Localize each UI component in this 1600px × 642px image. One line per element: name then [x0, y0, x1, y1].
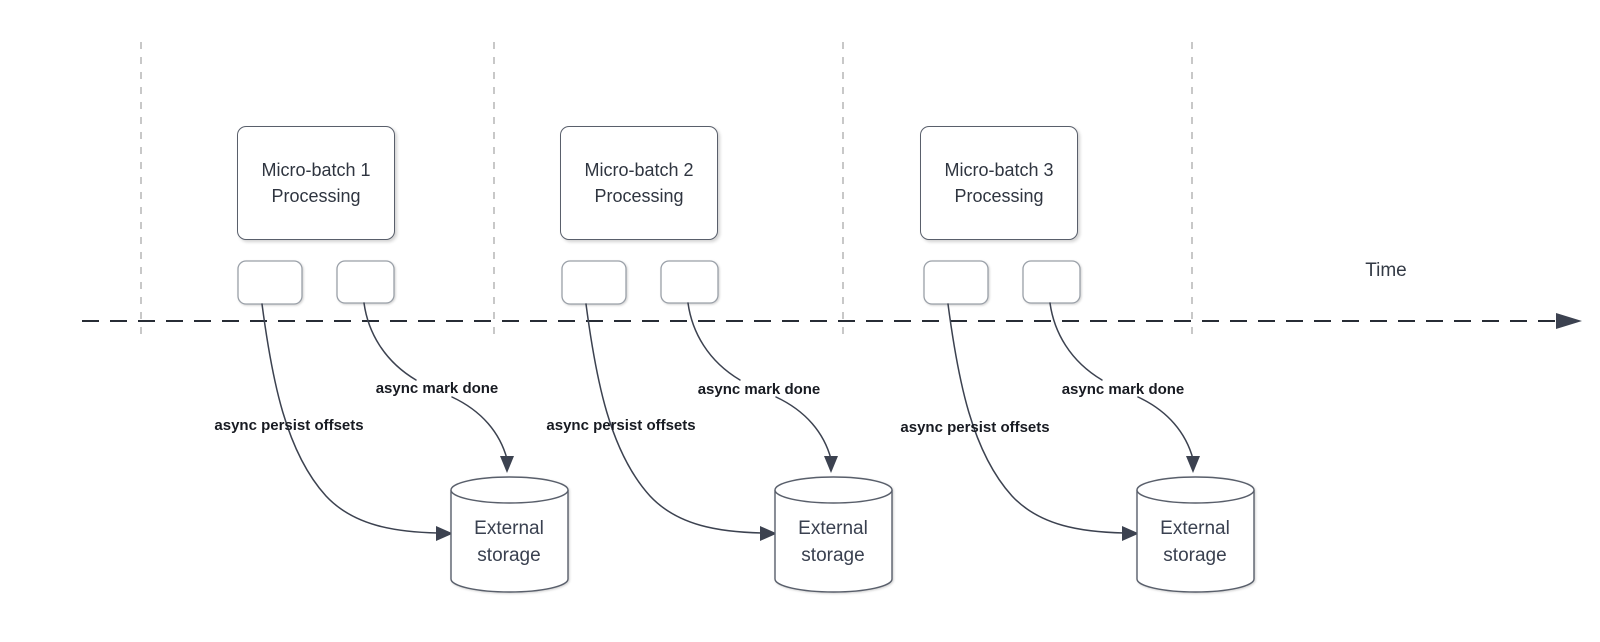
- external-storage-label: External storage: [474, 518, 544, 566]
- persist-offsets-arrow: [947, 303, 1125, 534]
- persist-offsets-label: async persist offsets: [214, 417, 364, 434]
- mark-done-arrowhead: [500, 456, 514, 473]
- done-commit-box: [1022, 260, 1081, 304]
- mark-done-arrow-upper: [1049, 302, 1103, 381]
- external-storage-cylinder: [450, 476, 569, 593]
- micro-batch-3-group: [923, 260, 1255, 593]
- offset-commit-box: [923, 260, 989, 305]
- time-axis-label: Time: [1365, 260, 1407, 281]
- cylinder-body: [774, 490, 893, 593]
- mark-done-label: async mark done: [375, 380, 499, 397]
- mark-done-label: async mark done: [1061, 381, 1185, 398]
- cylinder-top: [774, 476, 893, 504]
- persist-offsets-label: async persist offsets: [900, 419, 1050, 436]
- persist-offsets-label: async persist offsets: [546, 417, 696, 434]
- cylinder-top: [450, 476, 569, 504]
- external-storage-label: External storage: [798, 518, 868, 566]
- mark-done-arrow-lower: [775, 396, 832, 460]
- cylinder-body: [1136, 490, 1255, 593]
- cylinder-top: [1136, 476, 1255, 504]
- cylinder-body: [450, 490, 569, 593]
- mark-done-arrow-upper: [687, 302, 741, 381]
- persist-offsets-arrow: [585, 303, 763, 534]
- micro-batch-3-processing-node: Micro-batch 3 Processing: [920, 126, 1078, 240]
- offset-commit-box: [561, 260, 627, 305]
- persist-offsets-arrowhead: [1122, 526, 1139, 541]
- external-storage-cylinder: [774, 476, 893, 593]
- micro-batch-2-group: [561, 260, 893, 593]
- mark-done-label: async mark done: [697, 381, 821, 398]
- persist-offsets-arrow: [261, 303, 439, 534]
- persist-offsets-arrowhead: [760, 526, 777, 541]
- micro-batch-1-group: [237, 260, 569, 593]
- mark-done-arrowhead: [824, 456, 838, 473]
- time-axis-arrowhead: [1556, 313, 1582, 329]
- done-commit-box: [660, 260, 719, 304]
- micro-batch-1-processing-node: Micro-batch 1 Processing: [237, 126, 395, 240]
- mark-done-arrowhead: [1186, 456, 1200, 473]
- external-storage-label: External storage: [1160, 518, 1230, 566]
- mark-done-arrow-lower: [1137, 396, 1194, 460]
- external-storage-cylinder: [1136, 476, 1255, 593]
- offset-commit-box: [237, 260, 303, 305]
- persist-offsets-arrowhead: [436, 526, 453, 541]
- mark-done-arrow-upper: [363, 302, 417, 381]
- mark-done-arrow-lower: [451, 396, 508, 460]
- micro-batch-2-processing-node: Micro-batch 2 Processing: [560, 126, 718, 240]
- done-commit-box: [336, 260, 395, 304]
